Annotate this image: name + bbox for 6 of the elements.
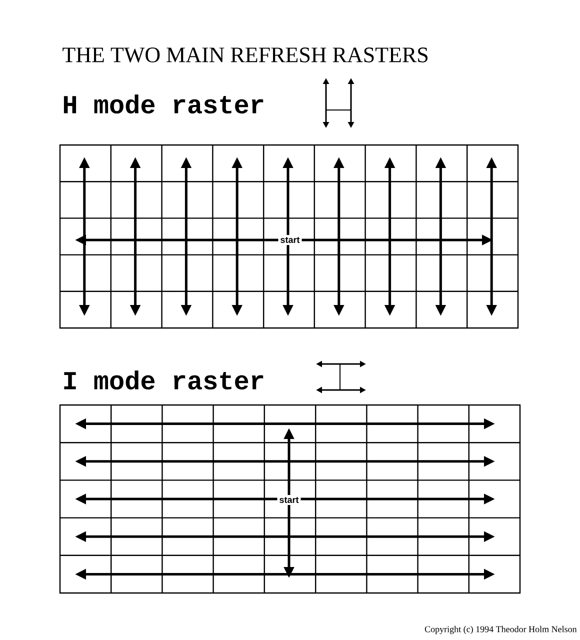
start-label: start xyxy=(278,235,302,245)
mode-heading: H mode raster xyxy=(64,94,264,114)
mode-heading: I mode raster xyxy=(64,370,264,390)
start-label: start xyxy=(277,495,301,505)
title: THE TWO MAIN REFRESH RASTERS xyxy=(62,48,428,62)
copyright-note: Copyright (c) 1994 Theodor Holm Nelson xyxy=(424,626,577,634)
